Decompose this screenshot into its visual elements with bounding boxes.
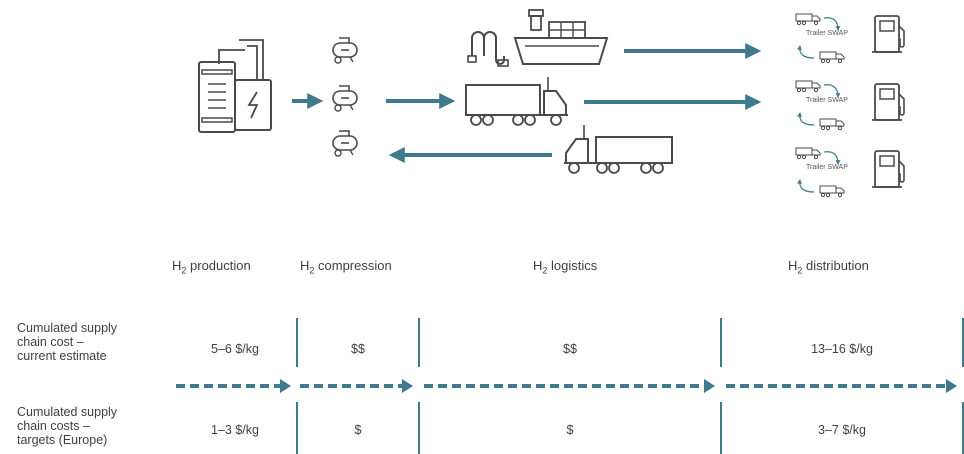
truck-icon [465,77,568,126]
electrolyser-icon [198,39,272,133]
fuel-pump-icon [871,83,905,121]
fuel-pump-icon [871,150,905,188]
trailer-swap-label: Trailer SWAP [806,164,848,171]
fuel-pump-icon [871,15,905,53]
truck-icon [564,125,673,174]
row-label-current: Cumulated supply chain cost – current es… [17,321,118,363]
compressor-icon [332,37,358,64]
stage-label-logistics: H2 logistics [533,258,598,276]
cost-dividers [296,318,964,454]
cost-cell: 5–6 $/kg [211,342,259,356]
cost-cell: $$ [351,342,365,356]
trailer-swap-label: Trailer SWAP [806,30,848,37]
cost-cell: 3–7 $/kg [818,423,866,437]
stage-label-compression: H2 compression [300,258,392,276]
cost-cell: $$ [563,342,577,356]
compressor-icon [332,130,358,157]
cost-cell: $ [354,423,362,437]
cost-cell: 13–16 $/kg [811,342,873,356]
trailer-swap-icon [795,147,845,198]
ship-icon [513,9,609,65]
pipeline-icon [467,31,509,67]
stage-label-production: H2 production [172,258,251,276]
compressor-icon [332,85,358,112]
dashed-arrow-heads [280,379,957,393]
cost-cell: $ [566,423,574,437]
cost-cell: 1–3 $/kg [211,423,259,437]
row-label-targets: Cumulated supply chain costs – targets (… [17,405,118,447]
trailer-swap-icon [795,80,845,131]
stage-label-distribution: H2 distribution [788,258,869,276]
trailer-swap-label: Trailer SWAP [806,97,848,104]
trailer-swap-icon [795,13,845,64]
